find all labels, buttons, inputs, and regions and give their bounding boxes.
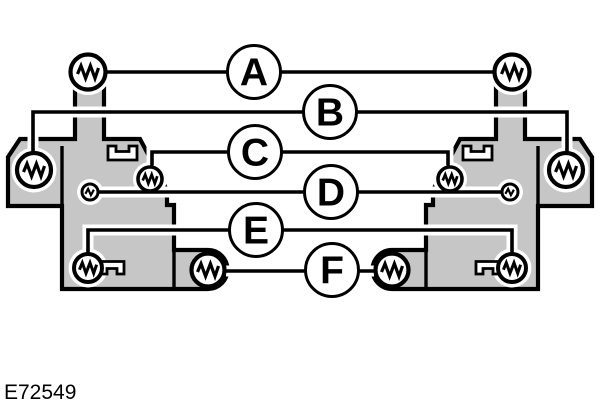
leader-line-b bbox=[27, 106, 573, 152]
callout-e: E bbox=[228, 202, 284, 258]
bulb-icon-f-left bbox=[189, 251, 227, 289]
bulb-icon-d-left bbox=[80, 182, 100, 202]
callout-leader-lines bbox=[27, 66, 573, 277]
bulb-filament-icon bbox=[78, 258, 99, 278]
connector-tab-bottom-right bbox=[474, 260, 501, 276]
callout-label: B bbox=[316, 92, 344, 135]
bulb-icon-f-right bbox=[373, 251, 411, 289]
bulb-icon-d-right bbox=[500, 182, 520, 202]
bulb-filament-icon bbox=[76, 61, 101, 84]
bulb-filament-icon bbox=[84, 186, 95, 198]
bulb-filament-icon bbox=[500, 61, 525, 84]
bulb-filament-icon bbox=[141, 170, 159, 188]
connector-tab-top-left bbox=[106, 144, 139, 162]
bulb-filament-icon bbox=[502, 258, 523, 278]
bulb-filament-icon bbox=[504, 186, 515, 198]
bulb-icon-c-left bbox=[136, 165, 164, 193]
callout-circle bbox=[303, 164, 359, 220]
callout-circle bbox=[227, 124, 283, 180]
callout-label: A bbox=[240, 52, 268, 95]
bulb-filament-icon bbox=[380, 259, 405, 282]
bulb-icon-c-right bbox=[436, 165, 464, 193]
callout-label: F bbox=[320, 250, 344, 293]
bulb-icon-b-left bbox=[14, 150, 54, 190]
callout-circle bbox=[304, 242, 360, 298]
callout-circle bbox=[302, 84, 358, 140]
callout-label: D bbox=[317, 172, 345, 215]
connector-tab-bottom-left bbox=[99, 260, 126, 276]
callout-a: A bbox=[226, 44, 282, 100]
callout-b: B bbox=[302, 84, 358, 140]
callout-label: C bbox=[241, 132, 269, 175]
bulb-icon-a-left bbox=[68, 52, 108, 92]
bulb-filament-icon bbox=[22, 159, 47, 182]
callout-circle bbox=[228, 202, 284, 258]
callouts: A B C D E F bbox=[226, 44, 360, 298]
callout-d: D bbox=[303, 164, 359, 220]
bulb-icon-e-right bbox=[496, 252, 528, 284]
bulb-filament-icon bbox=[196, 259, 221, 282]
bulb-icon-e-left bbox=[72, 252, 104, 284]
bulbs bbox=[14, 52, 586, 289]
figure-id: E72549 bbox=[4, 381, 76, 404]
bulb-filament-icon bbox=[554, 159, 579, 182]
bulb-icon-a-right bbox=[492, 52, 532, 92]
bulb-icon-b-right bbox=[546, 150, 586, 190]
callout-circle bbox=[226, 44, 282, 100]
connector-tabs bbox=[99, 144, 501, 276]
leader-line-c bbox=[146, 146, 454, 166]
callout-label: E bbox=[243, 210, 269, 253]
callout-f: F bbox=[304, 242, 360, 298]
leader-line-e bbox=[82, 224, 518, 253]
callout-c: C bbox=[227, 124, 283, 180]
connector-tab-top-right bbox=[461, 144, 494, 162]
bulb-filament-icon bbox=[441, 170, 459, 188]
